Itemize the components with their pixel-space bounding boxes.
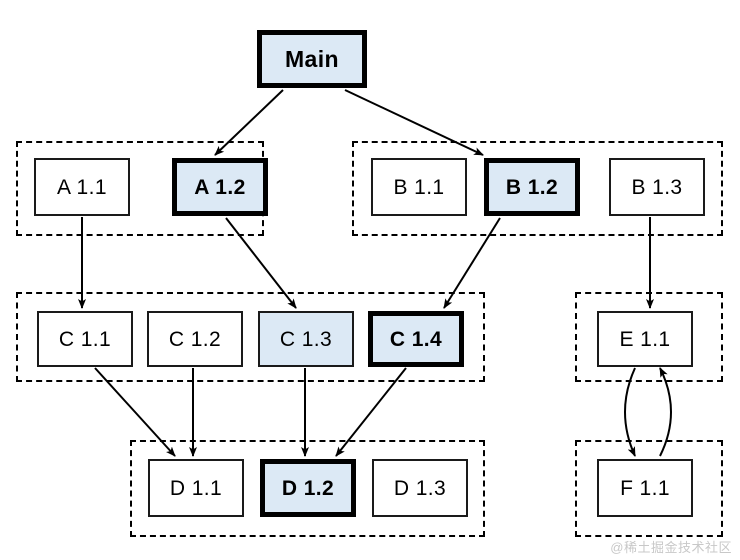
node-label: E 1.1 — [619, 327, 671, 351]
node-label: A 1.1 — [57, 175, 107, 199]
node-label: Main — [285, 45, 339, 72]
node-a11[interactable]: A 1.1 — [34, 158, 130, 216]
node-label: F 1.1 — [620, 476, 670, 500]
group-c — [16, 292, 485, 382]
node-label: D 1.3 — [393, 476, 447, 500]
node-b12[interactable]: B 1.2 — [484, 158, 580, 216]
node-b13[interactable]: B 1.3 — [609, 158, 705, 216]
node-f11[interactable]: F 1.1 — [597, 459, 693, 517]
node-a12[interactable]: A 1.2 — [172, 158, 268, 216]
node-c12[interactable]: C 1.2 — [147, 311, 243, 367]
node-c11[interactable]: C 1.1 — [37, 311, 133, 367]
group-f — [575, 440, 723, 537]
node-label: C 1.2 — [168, 327, 222, 351]
node-label: C 1.4 — [389, 327, 443, 351]
group-e — [575, 292, 723, 382]
node-c13[interactable]: C 1.3 — [258, 311, 354, 367]
node-label: A 1.2 — [194, 175, 246, 199]
node-b11[interactable]: B 1.1 — [371, 158, 467, 216]
node-d12[interactable]: D 1.2 — [260, 459, 356, 517]
node-main[interactable]: Main — [257, 30, 367, 88]
node-label: B 1.2 — [505, 175, 559, 199]
group-b — [352, 141, 723, 236]
node-label: C 1.3 — [279, 327, 333, 351]
watermark: @稀土掘金技术社区 — [610, 540, 732, 555]
node-label: B 1.3 — [631, 175, 683, 199]
node-label: B 1.1 — [393, 175, 445, 199]
node-d13[interactable]: D 1.3 — [372, 459, 468, 517]
node-e11[interactable]: E 1.1 — [597, 311, 693, 367]
node-c14[interactable]: C 1.4 — [368, 311, 464, 367]
node-label: D 1.1 — [169, 476, 223, 500]
node-d11[interactable]: D 1.1 — [148, 459, 244, 517]
node-label: C 1.1 — [58, 327, 112, 351]
node-label: D 1.2 — [281, 476, 335, 500]
group-d — [130, 440, 485, 537]
